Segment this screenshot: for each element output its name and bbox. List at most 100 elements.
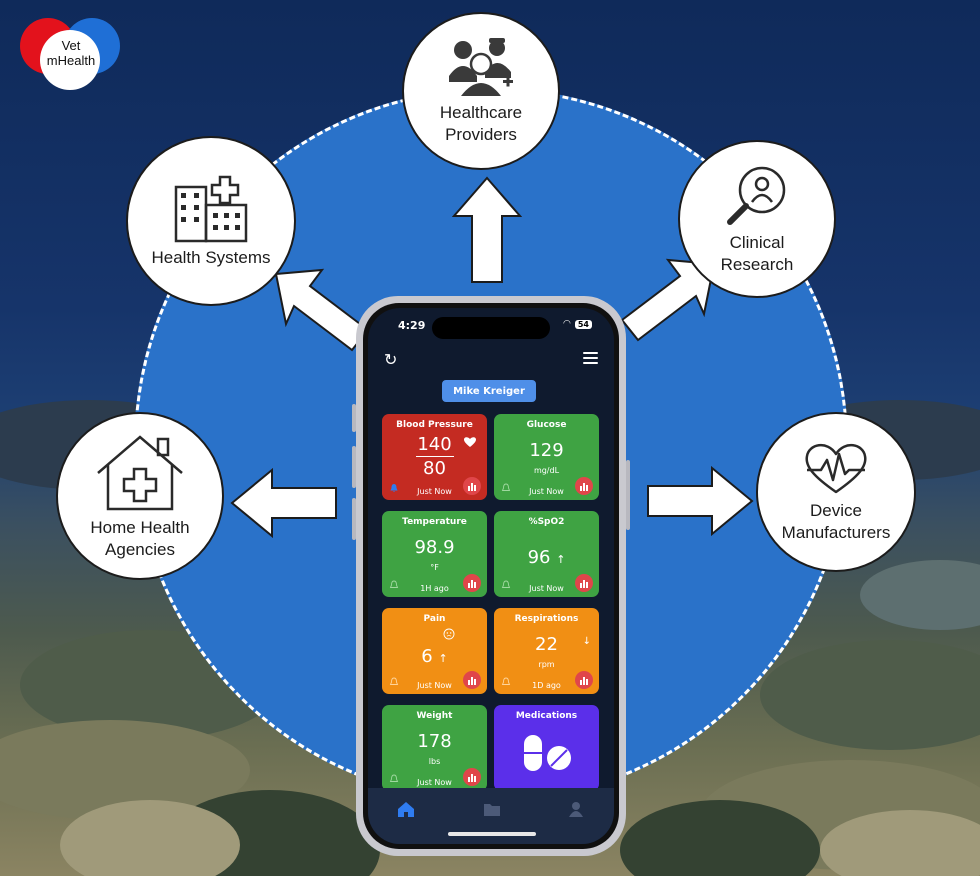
- tile-respirations[interactable]: Respirations ↓ 22 rpm 1D ago: [494, 608, 599, 694]
- bell-icon[interactable]: [501, 677, 511, 687]
- logo-line: Vet: [61, 38, 81, 53]
- heart-badge-icon: [464, 437, 476, 447]
- arrow-right-icon: [647, 466, 754, 536]
- house-cross-icon: [97, 435, 183, 511]
- bell-icon[interactable]: [501, 483, 511, 493]
- battery-icon: 54: [574, 319, 592, 329]
- node-label: Healthcare: [439, 103, 523, 122]
- tile-unit: °F: [430, 563, 439, 572]
- tile-time: Just Now: [417, 681, 452, 690]
- tile-value: 98.9: [414, 537, 455, 558]
- phone-bezel: 4:29 ◠ 54 ↻ Mike Kreiger Blood Pressure …: [363, 303, 619, 849]
- node-health-systems: Health Systems: [126, 136, 296, 306]
- tile-value: 129: [529, 440, 564, 461]
- bell-icon[interactable]: [389, 580, 399, 590]
- bell-icon[interactable]: [389, 774, 399, 784]
- home-icon[interactable]: [396, 800, 416, 818]
- tile-time: 1D ago: [532, 681, 561, 690]
- logo-text: Vet mHealth: [43, 38, 99, 68]
- arrow-up-icon: [452, 176, 522, 283]
- chart-button[interactable]: [463, 574, 481, 592]
- camo-blob: [760, 640, 980, 750]
- refresh-icon[interactable]: ↻: [384, 350, 398, 369]
- node-label: Clinical: [729, 233, 785, 252]
- tile-time: Just Now: [417, 778, 452, 787]
- tile-time: Just Now: [529, 487, 564, 496]
- app-screen: 4:29 ◠ 54 ↻ Mike Kreiger Blood Pressure …: [368, 308, 614, 844]
- tile-title: Respirations: [514, 614, 579, 624]
- bell-icon[interactable]: [389, 677, 399, 687]
- node-label: Research: [720, 255, 794, 274]
- phone-side-button: [352, 498, 356, 540]
- tile-title: Pain: [423, 614, 446, 624]
- home-indicator: [448, 832, 536, 836]
- tile-title: Medications: [515, 711, 578, 721]
- magnifier-person-icon: [727, 166, 786, 225]
- tile-temperature[interactable]: Temperature 98.9 °F 1H ago: [382, 511, 487, 597]
- dynamic-island: [432, 317, 550, 339]
- arrow-up-right-icon: [620, 258, 716, 342]
- trend-down-icon: ↓: [582, 636, 591, 647]
- chart-button[interactable]: [575, 574, 593, 592]
- node-label: Providers: [445, 125, 517, 144]
- bottom-tab-bar: [368, 788, 614, 844]
- node-label: Home Health: [90, 518, 190, 537]
- hospital-building-icon: [174, 175, 248, 243]
- tile-pain[interactable]: Pain 6 ↑ Just Now: [382, 608, 487, 694]
- tile-title: %SpO2: [528, 517, 565, 527]
- chart-button[interactable]: [575, 671, 593, 689]
- value-number: 96: [527, 547, 551, 568]
- tile-weight[interactable]: Weight 178 lbs Just Now: [382, 705, 487, 791]
- phone-side-button: [626, 460, 630, 530]
- status-icons: ◠ 54: [563, 319, 592, 329]
- tile-unit: lbs: [428, 757, 441, 766]
- tile-time: Just Now: [529, 584, 564, 593]
- node-device-manufacturers: Device Manufacturers: [756, 412, 916, 572]
- folder-icon[interactable]: [482, 800, 502, 818]
- tile-title: Glucose: [526, 420, 567, 430]
- tile-unit: rpm: [538, 660, 555, 669]
- camo-blob: [820, 810, 980, 876]
- tile-value-diastolic: 80: [423, 458, 446, 479]
- bell-active-icon[interactable]: [389, 483, 399, 493]
- value-number: 6: [421, 646, 433, 667]
- pills-icon: [524, 735, 571, 771]
- arrow-left-icon: [230, 468, 337, 538]
- chart-button[interactable]: [463, 477, 481, 495]
- tile-blood-pressure[interactable]: Blood Pressure 140 80 Just Now: [382, 414, 487, 500]
- chart-button[interactable]: [575, 477, 593, 495]
- heart-pulse-icon: [805, 444, 867, 494]
- value-divider: [416, 456, 454, 457]
- camo-blob: [620, 800, 820, 876]
- bell-icon[interactable]: [501, 580, 511, 590]
- tile-value: 96 ↑: [494, 547, 599, 568]
- tile-spo2[interactable]: %SpO2 96 ↑ Just Now: [494, 511, 599, 597]
- node-label: Agencies: [105, 540, 175, 559]
- chart-button[interactable]: [463, 768, 481, 786]
- phone-mockup: 4:29 ◠ 54 ↻ Mike Kreiger Blood Pressure …: [356, 296, 626, 856]
- care-team-icon: [449, 38, 513, 96]
- tile-time: 1H ago: [420, 584, 449, 593]
- node-home-health-agencies: Home Health Agencies: [56, 412, 224, 580]
- trend-up-icon: ↑: [438, 652, 448, 665]
- tile-title: Blood Pressure: [396, 420, 473, 430]
- profile-icon[interactable]: [566, 800, 586, 818]
- tile-title: Temperature: [402, 517, 467, 527]
- tile-medications[interactable]: Medications: [494, 705, 599, 791]
- phone-side-button: [352, 446, 356, 488]
- patient-name-button[interactable]: Mike Kreiger: [442, 380, 536, 402]
- tile-time: Just Now: [417, 487, 452, 496]
- tile-value: 6 ↑: [382, 646, 487, 667]
- tile-unit: mg/dL: [533, 466, 560, 475]
- camo-blob: [860, 560, 980, 630]
- tile-glucose[interactable]: Glucose 129 mg/dL Just Now: [494, 414, 599, 500]
- chart-button[interactable]: [463, 671, 481, 689]
- status-time: 4:29: [398, 319, 426, 332]
- camo-blob: [60, 800, 240, 876]
- wifi-icon: ◠: [563, 319, 571, 329]
- node-label: Health Systems: [151, 248, 271, 267]
- tile-value: 178: [417, 731, 452, 752]
- node-label: Manufacturers: [781, 523, 891, 542]
- trend-up-icon: ↑: [556, 553, 566, 566]
- hamburger-menu-icon[interactable]: [583, 352, 598, 364]
